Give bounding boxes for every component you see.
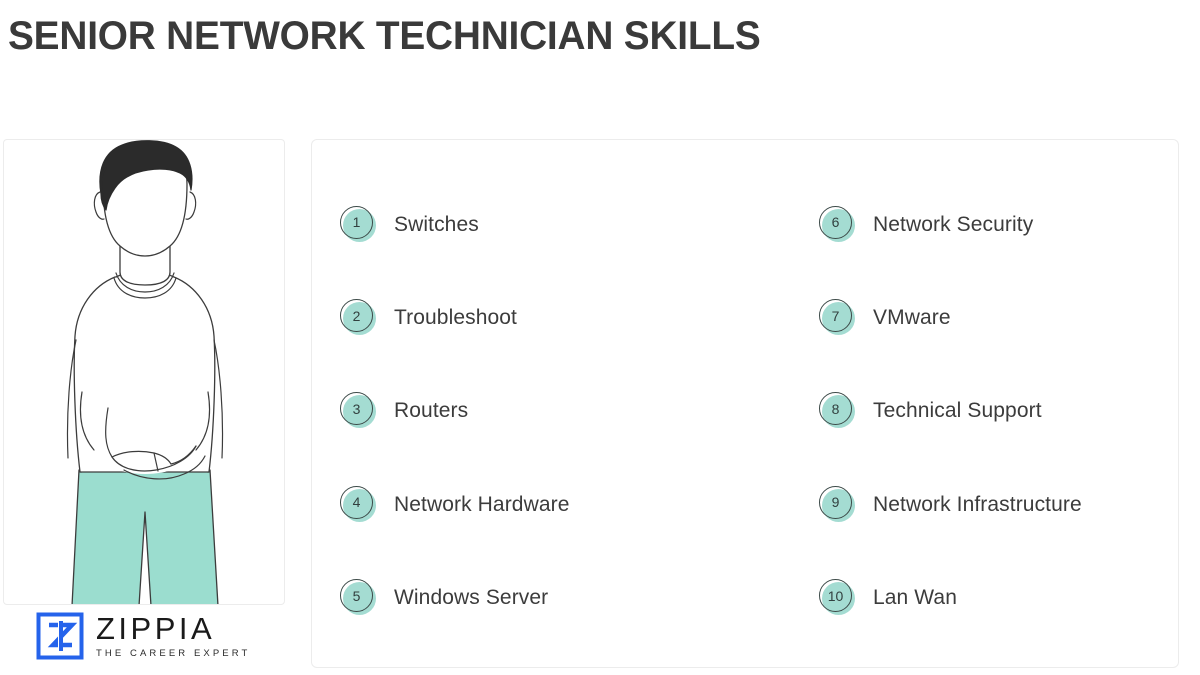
illustration-panel	[3, 139, 285, 605]
zippia-wordmark: ZIPPIA	[96, 611, 216, 647]
skill-number-badge: 2	[340, 299, 378, 337]
skill-item-5[interactable]: 5 Windows Server	[312, 552, 767, 645]
skill-label: Network Infrastructure	[873, 492, 1082, 516]
skills-grid: 1 Switches 2 Troubleshoot 3 Routers 4 Ne…	[312, 140, 1178, 667]
skill-item-7[interactable]: 7 VMware	[767, 271, 1178, 364]
skill-label: Windows Server	[394, 586, 549, 610]
skill-number: 1	[352, 214, 361, 231]
man-with-crossed-arms-illustration	[66, 140, 224, 604]
skill-number: 6	[831, 214, 840, 231]
skills-panel: 1 Switches 2 Troubleshoot 3 Routers 4 Ne…	[311, 139, 1179, 668]
skill-number: 5	[352, 587, 361, 604]
skill-number: 2	[352, 307, 361, 324]
skill-item-10[interactable]: 10 Lan Wan	[767, 552, 1178, 645]
zippia-logo-icon	[36, 612, 84, 660]
skill-label: Network Hardware	[394, 492, 570, 516]
skill-number-badge: 9	[819, 485, 857, 524]
skill-item-2[interactable]: 2 Troubleshoot	[312, 271, 767, 364]
skill-number-badge: 7	[819, 299, 857, 337]
skill-item-8[interactable]: 8 Technical Support	[767, 365, 1178, 458]
skill-number-badge: 3	[340, 392, 378, 430]
skill-item-3[interactable]: 3 Routers	[312, 365, 767, 458]
skill-number: 4	[352, 494, 361, 511]
skill-number-badge: 8	[819, 392, 857, 430]
skill-label: VMware	[873, 306, 951, 330]
skill-number-badge: 10	[819, 579, 857, 617]
skill-label: Lan Wan	[873, 586, 957, 610]
skill-item-1[interactable]: 1 Switches	[312, 178, 767, 271]
skill-number-badge: 5	[340, 579, 378, 617]
skill-label: Troubleshoot	[394, 306, 517, 330]
zippia-logo[interactable]: ZIPPIA THE CAREER EXPERT	[36, 612, 250, 660]
skill-item-9[interactable]: 9 Network Infrastructure	[767, 458, 1178, 551]
skill-number-badge: 4	[340, 485, 378, 524]
zippia-tagline: THE CAREER EXPERT	[96, 648, 251, 660]
skill-number: 8	[831, 400, 840, 417]
skill-number: 3	[352, 400, 361, 417]
skill-number-badge: 1	[340, 205, 378, 244]
page-title: SENIOR NETWORK TECHNICIAN SKILLS	[8, 14, 761, 58]
skill-label: Technical Support	[873, 399, 1042, 423]
skill-item-6[interactable]: 6 Network Security	[767, 178, 1178, 271]
skill-number-badge: 6	[819, 205, 857, 244]
skill-number: 7	[831, 307, 840, 324]
skill-label: Routers	[394, 399, 469, 423]
skill-item-4[interactable]: 4 Network Hardware	[312, 458, 767, 551]
skill-number: 10	[827, 587, 844, 604]
skill-label: Switches	[394, 212, 479, 236]
skill-label: Network Security	[873, 212, 1034, 236]
skill-number: 9	[831, 494, 840, 511]
